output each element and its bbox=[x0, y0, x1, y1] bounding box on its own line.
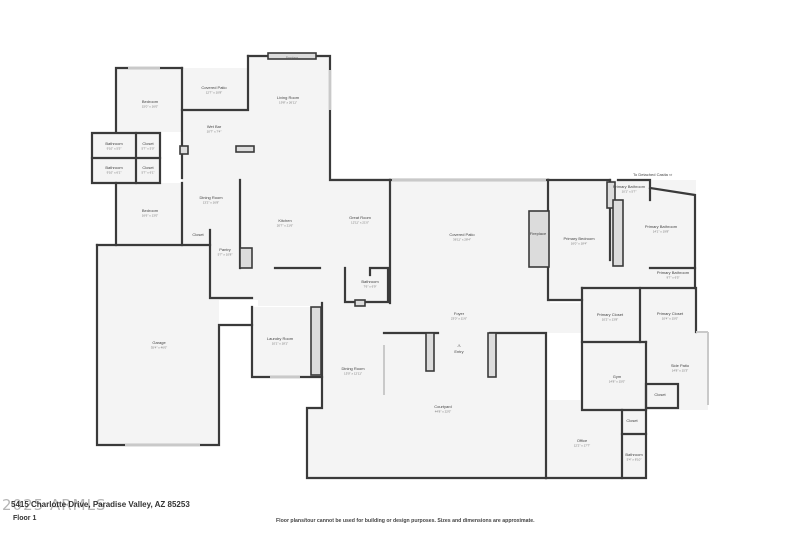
fireplace-label: Fireplace bbox=[286, 56, 299, 60]
room-label: Closet bbox=[192, 232, 204, 237]
disclaimer: Floor plans/tour cannot be used for buil… bbox=[276, 518, 535, 524]
room-dimensions: 10'7" x 7'4" bbox=[207, 130, 222, 134]
room-label: Primary Bedroom bbox=[563, 236, 595, 241]
room-label: Kitchen bbox=[278, 218, 291, 223]
room-label: Courtyard bbox=[434, 404, 452, 409]
room-label: Bathroom bbox=[105, 165, 123, 170]
room-label: Closet bbox=[142, 141, 154, 146]
room-dimensions: 16'6" x 13'0" bbox=[142, 214, 158, 218]
room-label: Bathroom bbox=[105, 141, 123, 146]
room-dimensions: 15'0" x 12'11" bbox=[344, 372, 362, 376]
room-fills bbox=[92, 56, 708, 478]
watermark: 2025 ARMLS bbox=[2, 496, 107, 514]
room-label: Bedroom bbox=[142, 99, 159, 104]
room-label: Garage bbox=[152, 340, 166, 345]
room-label: Covered Patio bbox=[449, 232, 475, 237]
room-label: Dining Room bbox=[341, 366, 365, 371]
room-label: Entry bbox=[454, 349, 463, 354]
room-dimensions: 10'4" x 15'0" bbox=[662, 317, 678, 321]
room-dimensions: 9'7" x 6'5" bbox=[666, 276, 679, 280]
room-label: Pantry bbox=[219, 247, 231, 252]
windows bbox=[125, 67, 709, 446]
room-dimensions: 9'10" x 5'5" bbox=[107, 147, 122, 151]
entry-icon: ⚠ bbox=[457, 343, 461, 348]
room-label: Foyer bbox=[454, 311, 465, 316]
floor-label: Floor 1 bbox=[13, 515, 37, 522]
room-dimensions: 15'0" x 16'0" bbox=[142, 105, 158, 109]
room-label: Primary Bathroom bbox=[645, 224, 678, 229]
room-dimensions: 44'8" x 22'0" bbox=[435, 410, 451, 414]
room-dimensions: 23'0" x 11'6" bbox=[451, 317, 467, 321]
property-address: 5415 Charlotte Drive, Paradise Valley, A… bbox=[11, 500, 190, 509]
room-dimensions: 10'2" x 13'8" bbox=[602, 318, 618, 322]
room-dimensions: 10'1" x 18'1" bbox=[272, 342, 288, 346]
room-dimensions: 12'11" x 21'0" bbox=[351, 221, 369, 225]
room-dimensions: 5'7" x 10'8" bbox=[218, 253, 233, 257]
room-label: Wet Bar bbox=[207, 124, 222, 129]
room-label: Closet bbox=[654, 392, 666, 397]
room-dimensions: 14'8" x 15'3" bbox=[672, 369, 688, 373]
room-label: Great Room bbox=[349, 215, 371, 220]
wet-bar-counter bbox=[235, 145, 255, 153]
room-label: Office bbox=[577, 438, 588, 443]
room-dimensions: 35'4" x 46'0" bbox=[151, 346, 167, 350]
room-dimensions: 7'6" x 6'9" bbox=[363, 285, 376, 289]
room-label: Side Patio bbox=[671, 363, 690, 368]
room-dimensions: 19'8" x 26'11" bbox=[279, 101, 297, 105]
room-dimensions: 9'10" x 6'1" bbox=[107, 171, 122, 175]
room-label: Bedroom bbox=[142, 208, 159, 213]
room-label: Laundry Room bbox=[267, 336, 294, 341]
room-label: Closet bbox=[142, 165, 154, 170]
walls bbox=[90, 54, 698, 480]
room-label: Bathroom bbox=[625, 452, 643, 457]
features bbox=[179, 52, 624, 378]
room-dimensions: 36'11" x 28'4" bbox=[453, 238, 471, 242]
room-label: Closet bbox=[626, 418, 638, 423]
room-dimensions: 14'8" x 15'0" bbox=[609, 380, 625, 384]
room-dimensions: 10'1" x 5'7" bbox=[622, 190, 637, 194]
room-dimensions: 13'2" x 16'8" bbox=[203, 201, 219, 205]
room-label: Fireplace bbox=[530, 231, 547, 236]
room-label: Primary Bathroom bbox=[657, 270, 690, 275]
room-label: Living Room bbox=[277, 95, 300, 100]
room-dimensions: 5'7" x 5'0" bbox=[141, 147, 154, 151]
room-dimensions: 20'7" x 21'6" bbox=[277, 224, 293, 228]
room-dimensions: 16'0" x 18'4" bbox=[571, 242, 587, 246]
room-label: Gym bbox=[613, 374, 622, 379]
room-label: Primary Closet bbox=[597, 312, 624, 317]
room-dimensions: 5'7" x 6'1" bbox=[141, 171, 154, 175]
arrow-right-icon: ⇨ bbox=[669, 172, 673, 177]
room-label: Primary Bathroom bbox=[613, 184, 646, 189]
room-label: Bathroom bbox=[361, 279, 379, 284]
detached-casita-note: To Detached Casita ⇨ bbox=[633, 172, 673, 177]
room-dimensions: 12'7" x 10'8" bbox=[206, 91, 222, 95]
room-dimensions: 14'1" x 19'8" bbox=[653, 230, 669, 234]
room-label: Primary Closet bbox=[657, 311, 684, 316]
room-label: Dining Room bbox=[199, 195, 223, 200]
room-dimensions: 5'4" x 8'10" bbox=[627, 458, 642, 462]
fireplace-living bbox=[267, 52, 317, 60]
room-label: Covered Patio bbox=[201, 85, 227, 90]
room-dimensions: 12'2" x 17'7" bbox=[574, 444, 590, 448]
fireplace-patio bbox=[528, 210, 550, 268]
